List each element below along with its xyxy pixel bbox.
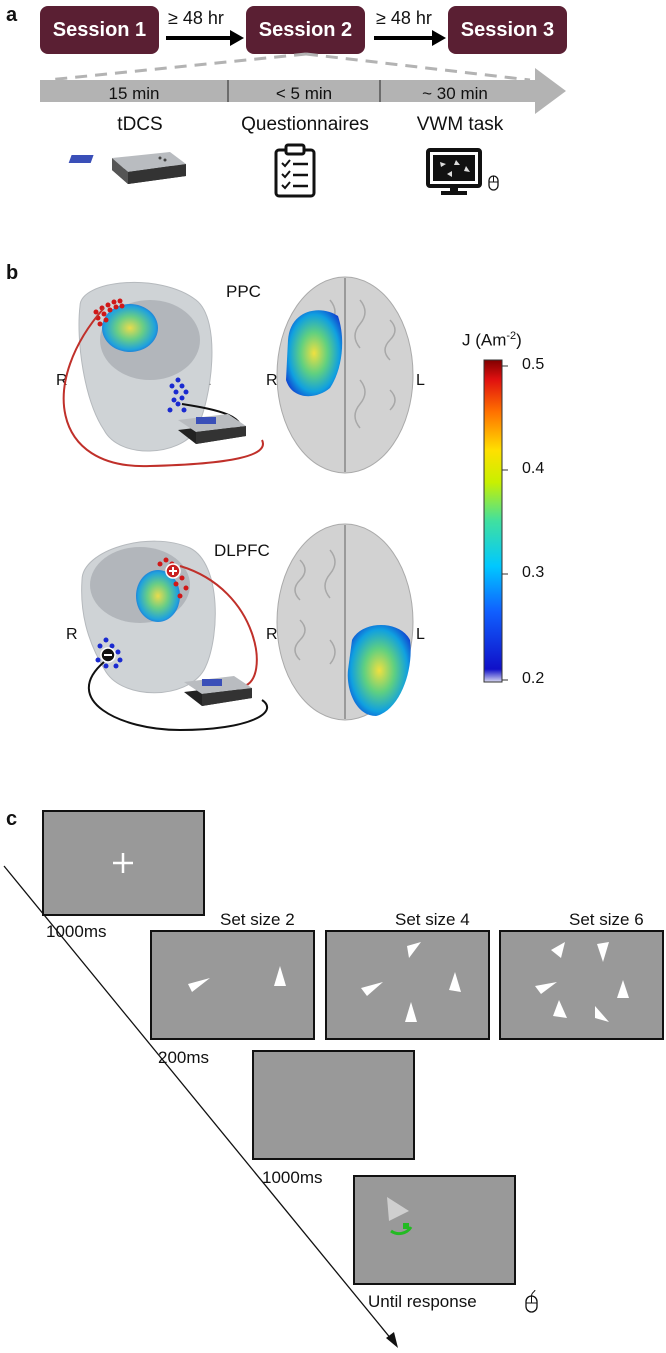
colorbar-title-close: ) xyxy=(516,330,522,350)
colorbar-tick-04: 0.4 xyxy=(522,460,545,477)
colorbar xyxy=(483,359,503,683)
zoom-dash-right xyxy=(305,52,531,82)
session-1-box: Session 1 xyxy=(40,6,159,54)
colorbar-tick-02: 0.2 xyxy=(522,670,545,687)
arrow-session-2-to-3 xyxy=(374,30,446,46)
mouse-icon xyxy=(488,175,499,191)
memory-screen-set-size-2 xyxy=(150,930,315,1040)
timeline-arrow xyxy=(40,68,566,114)
segment-label-1: 15 min xyxy=(108,84,160,103)
colorbar-title-sup: -2 xyxy=(506,330,517,342)
dlpfc-head-label-r: R xyxy=(66,626,78,643)
ppc-head-model xyxy=(62,281,264,468)
fixation-duration: 1000ms xyxy=(46,922,107,941)
colorbar-title-text: J (Am xyxy=(462,330,507,350)
monitor-icon xyxy=(426,148,482,195)
stimulator-icon xyxy=(68,152,186,184)
fixation-cross-icon xyxy=(113,853,133,873)
panel-b-graphics xyxy=(62,276,508,732)
zoom-dash-left xyxy=(47,52,307,82)
memory-screen-set-size-4 xyxy=(325,930,490,1040)
set-size-2-label: Set size 2 xyxy=(220,910,295,929)
segment-label-3: ~ 30 min xyxy=(422,84,488,103)
set-size-6-label: Set size 6 xyxy=(569,910,644,929)
ppc-brain-label-l: L xyxy=(416,372,425,389)
memory-duration: 200ms xyxy=(158,1048,210,1067)
ppc-title: PPC xyxy=(226,282,261,301)
set-size-4-label: Set size 4 xyxy=(395,910,470,929)
activity-label-questionnaires: Questionnaires xyxy=(241,114,369,135)
activity-label-tdcs: tDCS xyxy=(117,114,163,135)
activity-label-vwm: VWM task xyxy=(416,114,504,135)
panel-b-letter: b xyxy=(6,262,19,284)
dlpfc-brain-label-l: L xyxy=(416,626,425,643)
colorbar-tick-05: 0.5 xyxy=(522,356,545,373)
memory-items-set-size-4 xyxy=(361,942,461,1022)
panel-a-graphics xyxy=(40,30,566,198)
time-axis xyxy=(3,865,398,1348)
clipboard-icon xyxy=(274,143,316,198)
response-probe xyxy=(387,1197,413,1236)
arrow-session-1-to-2 xyxy=(166,30,244,46)
dlpfc-brain-map xyxy=(276,523,414,721)
delay-duration: 1000ms xyxy=(262,1168,323,1187)
memory-screen-set-size-6 xyxy=(499,930,664,1040)
fixation-screen xyxy=(42,810,205,916)
response-screen xyxy=(353,1175,516,1285)
memory-items-set-size-6 xyxy=(535,942,629,1022)
response-duration: Until response xyxy=(368,1292,477,1311)
gap-label-2: ≥ 48 hr xyxy=(376,8,432,28)
colorbar-tick-03: 0.3 xyxy=(522,564,545,581)
panel-c-letter: c xyxy=(6,808,18,830)
ppc-head-label-r: R xyxy=(56,372,68,389)
colorbar-title: J (Am-2) xyxy=(462,330,522,351)
session-3-box: Session 3 xyxy=(448,6,567,54)
dlpfc-title: DLPFC xyxy=(214,541,270,560)
ppc-brain-map xyxy=(276,276,414,474)
gap-label-1: ≥ 48 hr xyxy=(168,8,224,28)
colorbar-ticks xyxy=(502,365,508,681)
dlpfc-head-model xyxy=(81,540,269,732)
ppc-brain-label-r: R xyxy=(266,372,278,389)
delay-screen xyxy=(252,1050,415,1160)
session-2-box: Session 2 xyxy=(246,6,365,54)
segment-label-2: < 5 min xyxy=(275,84,333,103)
mouse-icon xyxy=(525,1290,538,1313)
panel-a-letter: a xyxy=(6,4,18,26)
dlpfc-brain-label-r: R xyxy=(266,626,278,643)
memory-items-set-size-2 xyxy=(188,966,286,992)
